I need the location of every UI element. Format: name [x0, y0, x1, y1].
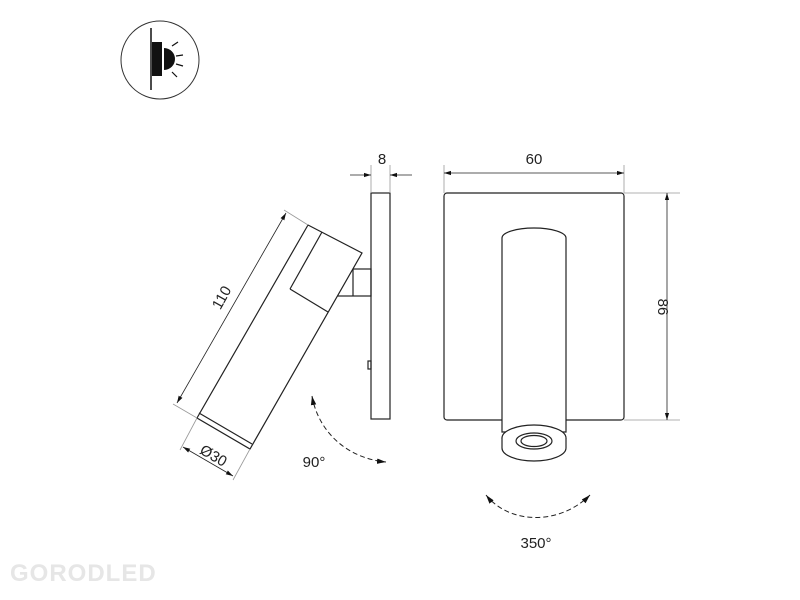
dimension-86 [624, 192, 680, 421]
rotation-angle-label: 350° [520, 535, 551, 552]
dimension-60 [443, 165, 625, 193]
dimension-8 [350, 165, 412, 193]
dimension-110 [172, 209, 309, 481]
front-view [443, 192, 625, 462]
diameter-label: Ø30 [197, 442, 230, 471]
width-label: 60 [526, 151, 543, 168]
wall-light-icon [120, 20, 200, 100]
tilt-angle-label: 90° [303, 454, 326, 471]
rotation-arc [485, 494, 591, 518]
tilt-arc [310, 395, 387, 464]
watermark-logo: GORODLED [10, 560, 157, 587]
depth-label: 8 [378, 151, 386, 168]
side-view [196, 192, 391, 450]
height-label: 86 [654, 299, 671, 316]
